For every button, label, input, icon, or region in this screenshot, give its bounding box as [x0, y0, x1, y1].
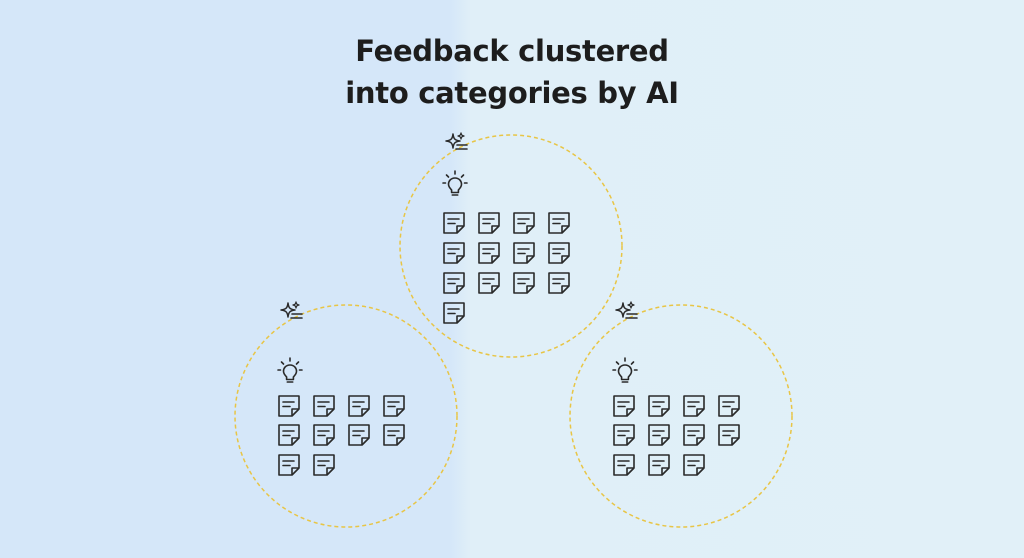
sticky-note-icon	[613, 454, 635, 476]
sticky-note-icon	[683, 395, 705, 417]
sticky-note-icon	[648, 424, 670, 446]
diagram-title: Feedback clustered into categories by AI	[0, 30, 1024, 114]
title-line-2: into categories by AI	[345, 76, 679, 110]
sticky-note-icon	[313, 424, 335, 446]
sticky-note-icon	[548, 242, 570, 264]
sticky-note-icon	[683, 454, 705, 476]
sparkle-icon	[280, 301, 303, 319]
cluster-right-notes	[613, 395, 740, 476]
sticky-note-icon	[718, 424, 740, 446]
title-line-1: Feedback clustered	[355, 34, 669, 68]
sticky-note-icon	[513, 272, 535, 294]
sparkle-icon	[445, 132, 468, 150]
cluster-circle-right	[569, 304, 793, 528]
cluster-circle-left	[234, 304, 458, 528]
sticky-note-icon	[478, 242, 500, 264]
sticky-note-icon	[613, 395, 635, 417]
sticky-note-icon	[383, 424, 405, 446]
sticky-note-icon	[313, 454, 335, 476]
lightbulb-icon	[442, 170, 468, 196]
sticky-note-icon	[348, 395, 370, 417]
sticky-note-icon	[443, 242, 465, 264]
sticky-note-icon	[613, 424, 635, 446]
sticky-note-icon	[683, 424, 705, 446]
sparkle-icon	[615, 301, 638, 319]
sticky-note-icon	[348, 424, 370, 446]
sticky-note-icon	[648, 395, 670, 417]
cluster-top-notes	[443, 212, 570, 324]
sticky-note-icon	[383, 395, 405, 417]
sticky-note-icon	[443, 302, 465, 324]
sticky-note-icon	[443, 212, 465, 234]
cluster-left-notes	[278, 395, 405, 476]
sticky-note-icon	[648, 454, 670, 476]
sticky-note-icon	[278, 395, 300, 417]
sticky-note-icon	[513, 242, 535, 264]
sticky-note-icon	[278, 454, 300, 476]
sticky-note-icon	[478, 212, 500, 234]
sticky-note-icon	[718, 395, 740, 417]
sticky-note-icon	[478, 272, 500, 294]
cluster-circle-top	[399, 134, 623, 358]
sticky-note-icon	[278, 424, 300, 446]
sticky-note-icon	[443, 272, 465, 294]
sticky-note-icon	[548, 212, 570, 234]
lightbulb-icon	[277, 357, 303, 383]
sticky-note-icon	[513, 212, 535, 234]
sticky-note-icon	[548, 272, 570, 294]
sticky-note-icon	[313, 395, 335, 417]
lightbulb-icon	[612, 357, 638, 383]
